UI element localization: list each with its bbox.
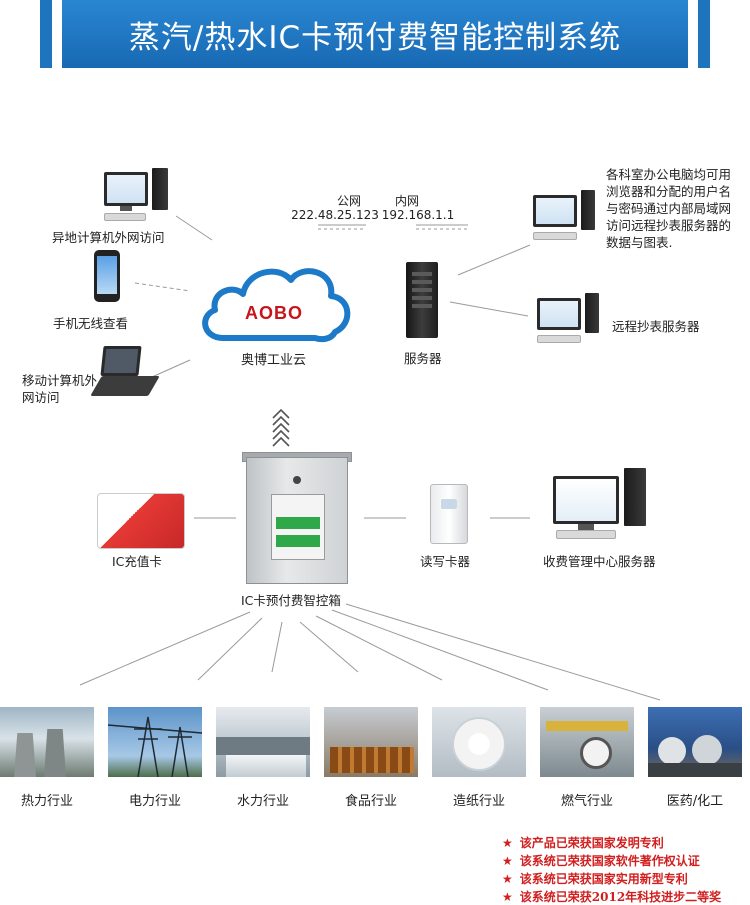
star-icon: ★ [502, 890, 513, 904]
banner-left-stripe [40, 0, 52, 68]
uplink-arrows [272, 408, 290, 447]
industry-label: 食品行业 [344, 794, 397, 809]
industry-label: 造纸行业 [452, 794, 505, 809]
star-icon: ★ [502, 854, 513, 868]
remote-computer-label: 异地计算机外网访问 [52, 230, 165, 245]
mobile-label: 手机无线查看 [53, 316, 129, 331]
industry-label: 电力行业 [128, 794, 181, 809]
award-item: ★该系统已荣获国家实用新型专利 [502, 872, 688, 886]
industry-photo-gas [540, 707, 634, 777]
award-item: ★该产品已荣获国家发明专利 [502, 836, 664, 850]
office-note: 各科室办公电脑均可用浏览器和分配的用户名与密码通过内部局域网访问远程抄表服务器的… [606, 167, 732, 250]
cloud-icon: AOBO [195, 258, 355, 348]
industry-photo-power [108, 707, 202, 777]
award-item: ★该系统已荣获2012年科技进步二等奖 [502, 890, 722, 904]
industry-label: 医药/化工 [666, 794, 724, 809]
industry-photo-hydro [216, 707, 310, 777]
ic-card-label: IC充值卡 [112, 554, 162, 569]
control-cabinet-icon [246, 457, 348, 584]
industry-photo-paper [432, 707, 526, 777]
server-icon [406, 262, 438, 338]
award-item: ★该系统已荣获国家软件著作权认证 [502, 854, 700, 868]
industry-label: 热力行业 [20, 794, 73, 809]
cloud-logo: AOBO [245, 302, 303, 323]
star-icon: ★ [502, 872, 513, 886]
laptop-label: 移动计算机外网访问 [22, 373, 98, 405]
star-icon: ★ [502, 836, 513, 850]
private-ip: 192.168.1.1 [381, 208, 455, 222]
cabinet-label: IC卡预付费智控箱 [241, 593, 341, 608]
public-network-label: 公网 [336, 194, 361, 208]
industry-photo-chemical [648, 707, 742, 777]
meter-server-label: 远程抄表服务器 [612, 319, 700, 334]
ic-card-icon [97, 493, 185, 549]
card-reader-icon [430, 484, 468, 544]
public-ip: 222.48.25.123 [291, 208, 379, 222]
page-title: 蒸汽/热水IC卡预付费智能控制系统 [62, 0, 688, 68]
cloud-label: 奥博工业云 [241, 353, 307, 368]
industry-label: 燃气行业 [560, 794, 613, 809]
industry-label: 水力行业 [236, 794, 289, 809]
industry-photo-food [324, 707, 418, 777]
banner-right-stripe [698, 0, 710, 68]
reader-label: 读写卡器 [420, 554, 471, 569]
server-label: 服务器 [404, 351, 442, 366]
billing-server-label: 收费管理中心服务器 [543, 554, 656, 569]
private-network-label: 内网 [394, 194, 419, 208]
mobile-phone-icon [94, 250, 120, 302]
industry-photo-heating [0, 707, 94, 777]
